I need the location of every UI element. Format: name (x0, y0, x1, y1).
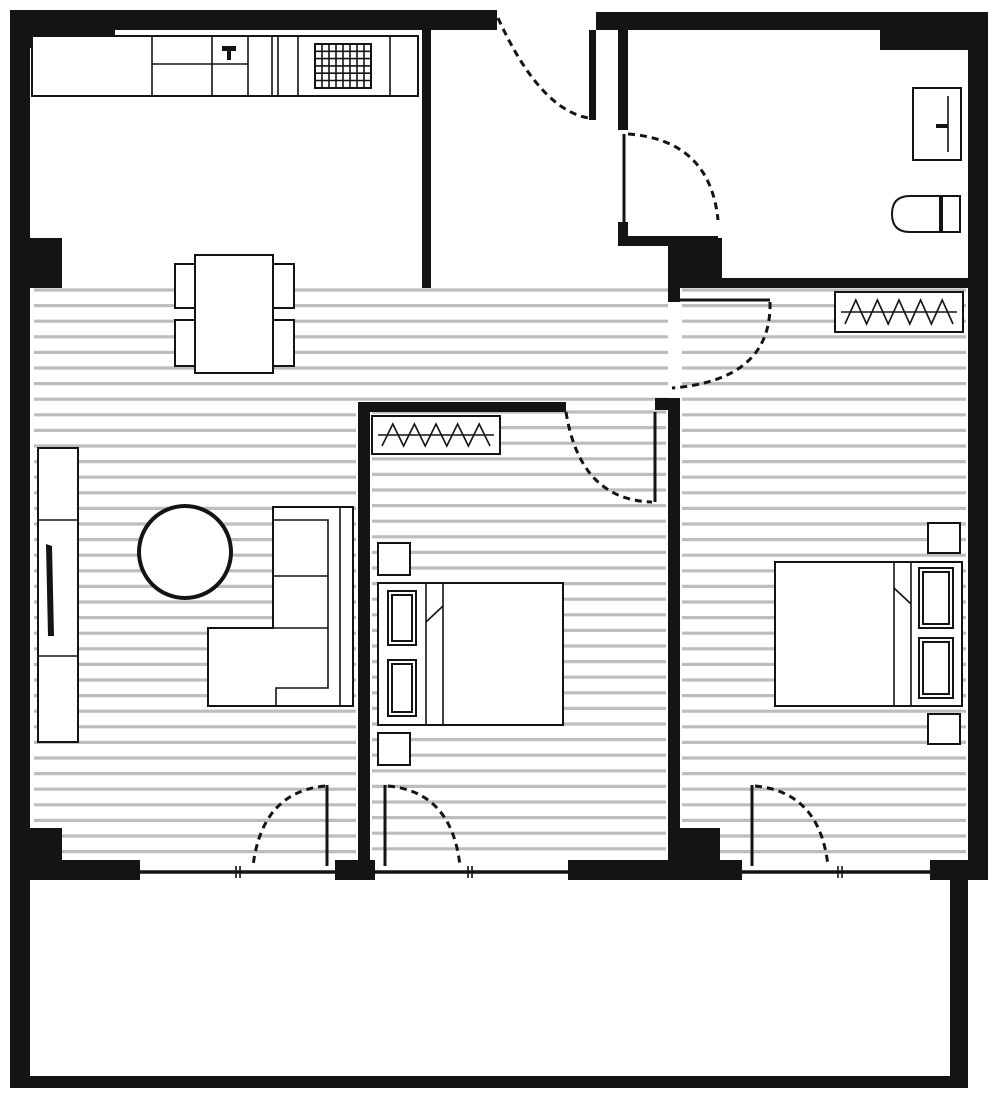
balcony (10, 880, 968, 1088)
nightstand (377, 542, 411, 576)
bathroom-door[interactable] (622, 132, 720, 222)
bedroom-2-door[interactable] (671, 298, 772, 390)
nightstand (377, 732, 411, 766)
bathroom-vanity (912, 87, 962, 161)
living-balcony-door[interactable] (251, 784, 329, 867)
toilet-icon (890, 195, 961, 233)
facade-windows (140, 866, 930, 878)
bed-bedroom-1 (377, 542, 564, 766)
tv-icon (46, 544, 54, 636)
wardrobe-bedroom-1 (371, 415, 501, 455)
nightstand (927, 713, 961, 745)
tv-unit (37, 447, 79, 743)
interior-walls (358, 30, 968, 880)
dining-set (174, 254, 295, 374)
bed-bedroom-2 (774, 522, 963, 745)
doors (251, 17, 830, 867)
bedroom-2-balcony-door[interactable] (750, 784, 830, 867)
hob-grid-icon (314, 43, 372, 89)
nightstand (927, 522, 961, 554)
entrance-door[interactable] (496, 17, 596, 120)
kitchen-sink-tap-icon (222, 46, 236, 60)
dining-table (194, 254, 274, 374)
bedroom-1-door[interactable] (564, 411, 657, 504)
wardrobe-bedroom-2 (834, 291, 964, 333)
sofa (207, 506, 354, 707)
coffee-table-round (137, 504, 233, 600)
bedroom-1-balcony-door[interactable] (383, 784, 462, 867)
tap-icon (936, 124, 948, 128)
